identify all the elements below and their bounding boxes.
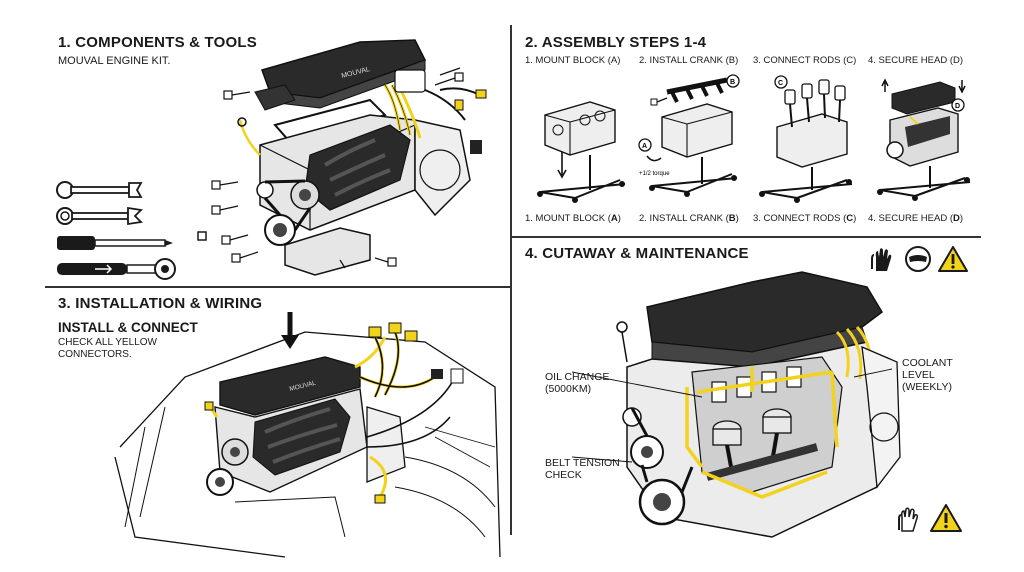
step1-mount-block-illustration xyxy=(537,101,626,203)
torque-note: +1/2 torque xyxy=(639,171,670,177)
panel3-heading: INSTALL & CONNECT xyxy=(58,320,198,335)
coolant-callout-line2: LEVEL xyxy=(902,369,935,381)
marker-a: A xyxy=(642,143,647,150)
panel-components-tools: 1. COMPONENTS & TOOLS MOUVAL ENGINE KIT.… xyxy=(0,0,510,286)
marker-d: D xyxy=(955,103,960,110)
oil-callout-line2: (5000KM) xyxy=(545,383,592,395)
warning-icon xyxy=(930,504,962,532)
vertical-divider xyxy=(510,25,512,535)
wrench-icon xyxy=(56,206,143,226)
marker-b: B xyxy=(730,79,735,86)
step4-bottom-label: 4. SECURE HEAD (D) xyxy=(868,213,964,224)
car-engine-bay-illustration: MOUVAL xyxy=(114,312,501,558)
panel-assembly-steps: 2. ASSEMBLY STEPS 1-4 1. MOUNT BLOCK (A)… xyxy=(512,0,982,236)
panel3-note-line2: CONNECTORS. xyxy=(58,349,132,360)
exploded-engine-illustration: MOUVAL xyxy=(211,39,487,276)
step2-top-label: 2. INSTALL CRANK (B) xyxy=(639,55,739,66)
wrench-icon xyxy=(56,181,143,199)
coolant-callout-line1: COOLANT xyxy=(902,357,953,369)
coolant-callout: COOLANT LEVEL (WEEKLY) xyxy=(902,357,953,393)
left-horizontal-divider xyxy=(45,286,510,288)
panel4-title: 4. CUTAWAY & MAINTENANCE xyxy=(525,245,749,262)
ratchet-icon xyxy=(57,258,176,280)
warning-icon xyxy=(938,246,968,272)
right-horizontal-divider xyxy=(511,236,981,238)
panel2-title: 2. ASSEMBLY STEPS 1-4 xyxy=(525,34,707,51)
step2-install-crank-illustration: B A +1/2 torque xyxy=(638,74,740,197)
step2-bottom-label: 2. INSTALL CRANK (B) xyxy=(639,213,739,224)
coolant-callout-line3: (WEEKLY) xyxy=(902,381,952,393)
panel1-title: 1. COMPONENTS & TOOLS xyxy=(58,34,257,51)
step4-secure-head-illustration: D xyxy=(877,78,971,201)
panel3-title: 3. INSTALLATION & WIRING xyxy=(58,295,263,312)
step3-connect-rods-illustration: C xyxy=(759,75,853,203)
marker-c: C xyxy=(778,80,783,87)
panel1-subtitle: MOUVAL ENGINE KIT. xyxy=(58,55,171,67)
belt-callout-line2: CHECK xyxy=(545,469,582,481)
panel3-note-line1: CHECK ALL YELLOW xyxy=(58,337,157,348)
goggles-icon xyxy=(905,246,931,272)
belt-tension-callout: BELT TENSION CHECK xyxy=(545,457,620,481)
belt-callout-line1: BELT TENSION xyxy=(545,457,620,469)
panel-installation-wiring: 3. INSTALLATION & WIRING INSTALL & CONNE… xyxy=(0,287,510,572)
oil-change-callout: OIL CHANGE (5000KM) xyxy=(545,371,609,395)
screwdriver-icon xyxy=(57,231,207,250)
gloves-icon xyxy=(898,507,918,532)
oil-callout-line1: OIL CHANGE xyxy=(545,371,610,383)
gloves-icon xyxy=(871,248,892,271)
step4-top-label: 4. SECURE HEAD (D) xyxy=(868,55,964,66)
cutaway-engine-illustration xyxy=(571,271,901,538)
step1-bottom-label: 1. MOUNT BLOCK (A) xyxy=(525,213,621,224)
step3-bottom-label: 3. CONNECT RODS (C) xyxy=(753,213,857,224)
panel-cutaway-maintenance: 4. CUTAWAY & MAINTENANCE xyxy=(512,237,982,572)
step3-top-label: 3. CONNECT RODS (C) xyxy=(753,55,857,66)
step1-top-label: 1. MOUNT BLOCK (A) xyxy=(525,55,621,66)
